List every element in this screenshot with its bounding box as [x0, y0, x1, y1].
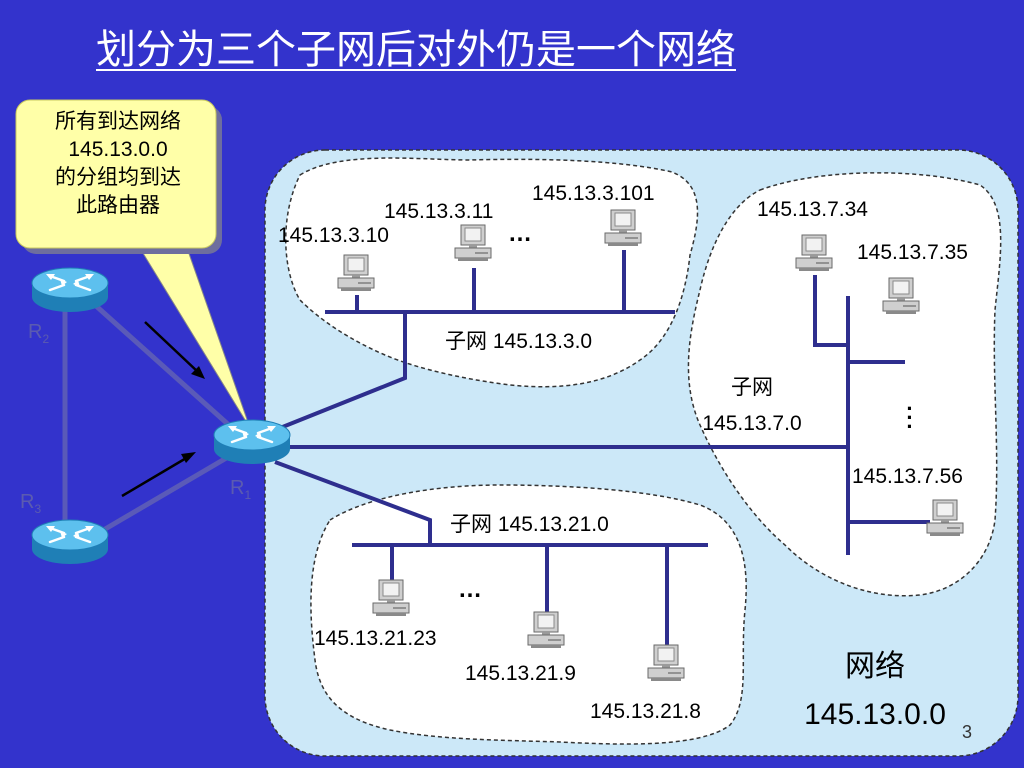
callout-line-4: 此路由器 — [76, 194, 160, 217]
host-label-3-10: 145.13.3.10 — [278, 224, 389, 247]
network-label-line1: 网络 — [845, 650, 905, 683]
page-number: 3 — [962, 722, 973, 742]
subnet-3-ellipsis: … — [508, 220, 532, 247]
callout-line-1: 所有到达网络 — [55, 110, 181, 133]
host-label-3-101: 145.13.3.101 — [532, 182, 655, 205]
host-label-21-8: 145.13.21.8 — [590, 700, 701, 723]
callout-line-2: 145.13.0.0 — [68, 138, 168, 161]
host-label-21-9: 145.13.21.9 — [465, 662, 576, 685]
subnet-cloud-3 — [285, 157, 699, 388]
subnet-7-label-line2: 145.13.7.0 — [702, 412, 802, 435]
callout-line-3: 的分组均到达 — [55, 166, 181, 189]
subnet-21-label: 子网 145.13.21.0 — [450, 513, 609, 536]
subnet-7-label-line1: 子网 — [731, 376, 773, 399]
callout-box — [15, 99, 217, 249]
callout-pointer — [137, 244, 251, 429]
direction-arrows — [121, 321, 205, 498]
host-label-7-56: 145.13.7.56 — [852, 465, 963, 488]
router-r1[interactable] — [212, 418, 292, 466]
router-r3-label: R3 — [20, 491, 42, 516]
subnet-7-ellipsis: ··· — [906, 396, 914, 439]
host-label-21-23: 145.13.21.23 — [314, 627, 437, 650]
subnet-cloud-21 — [310, 484, 747, 745]
host-label-3-11: 145.13.3.11 — [384, 200, 494, 223]
subnet-7-bus — [813, 275, 930, 555]
subnet-3-label: 子网 145.13.3.0 — [445, 330, 593, 353]
callout-text: 所有到达网络 145.13.0.0 的分组均到达 此路由器 — [20, 108, 216, 220]
router-r2-label: R2 — [28, 321, 50, 346]
subnet-21-ellipsis: … — [458, 576, 482, 603]
network-label-line2: 145.13.0.0 — [804, 698, 946, 731]
router-r3[interactable] — [30, 518, 110, 566]
backbone-lines — [274, 312, 848, 545]
subnet-cloud-7 — [687, 172, 1002, 597]
host-label-7-35: 145.13.7.35 — [857, 241, 968, 264]
host-label-7-34: 145.13.7.34 — [757, 198, 868, 221]
router-r2[interactable] — [30, 266, 110, 314]
subnet-3-bus — [325, 250, 675, 314]
router-links — [62, 300, 242, 540]
page-title: 划分为三个子网后对外仍是一个网络 — [96, 28, 736, 72]
subnet-21-bus — [352, 543, 708, 645]
router-r1-label: R1 — [230, 477, 252, 502]
